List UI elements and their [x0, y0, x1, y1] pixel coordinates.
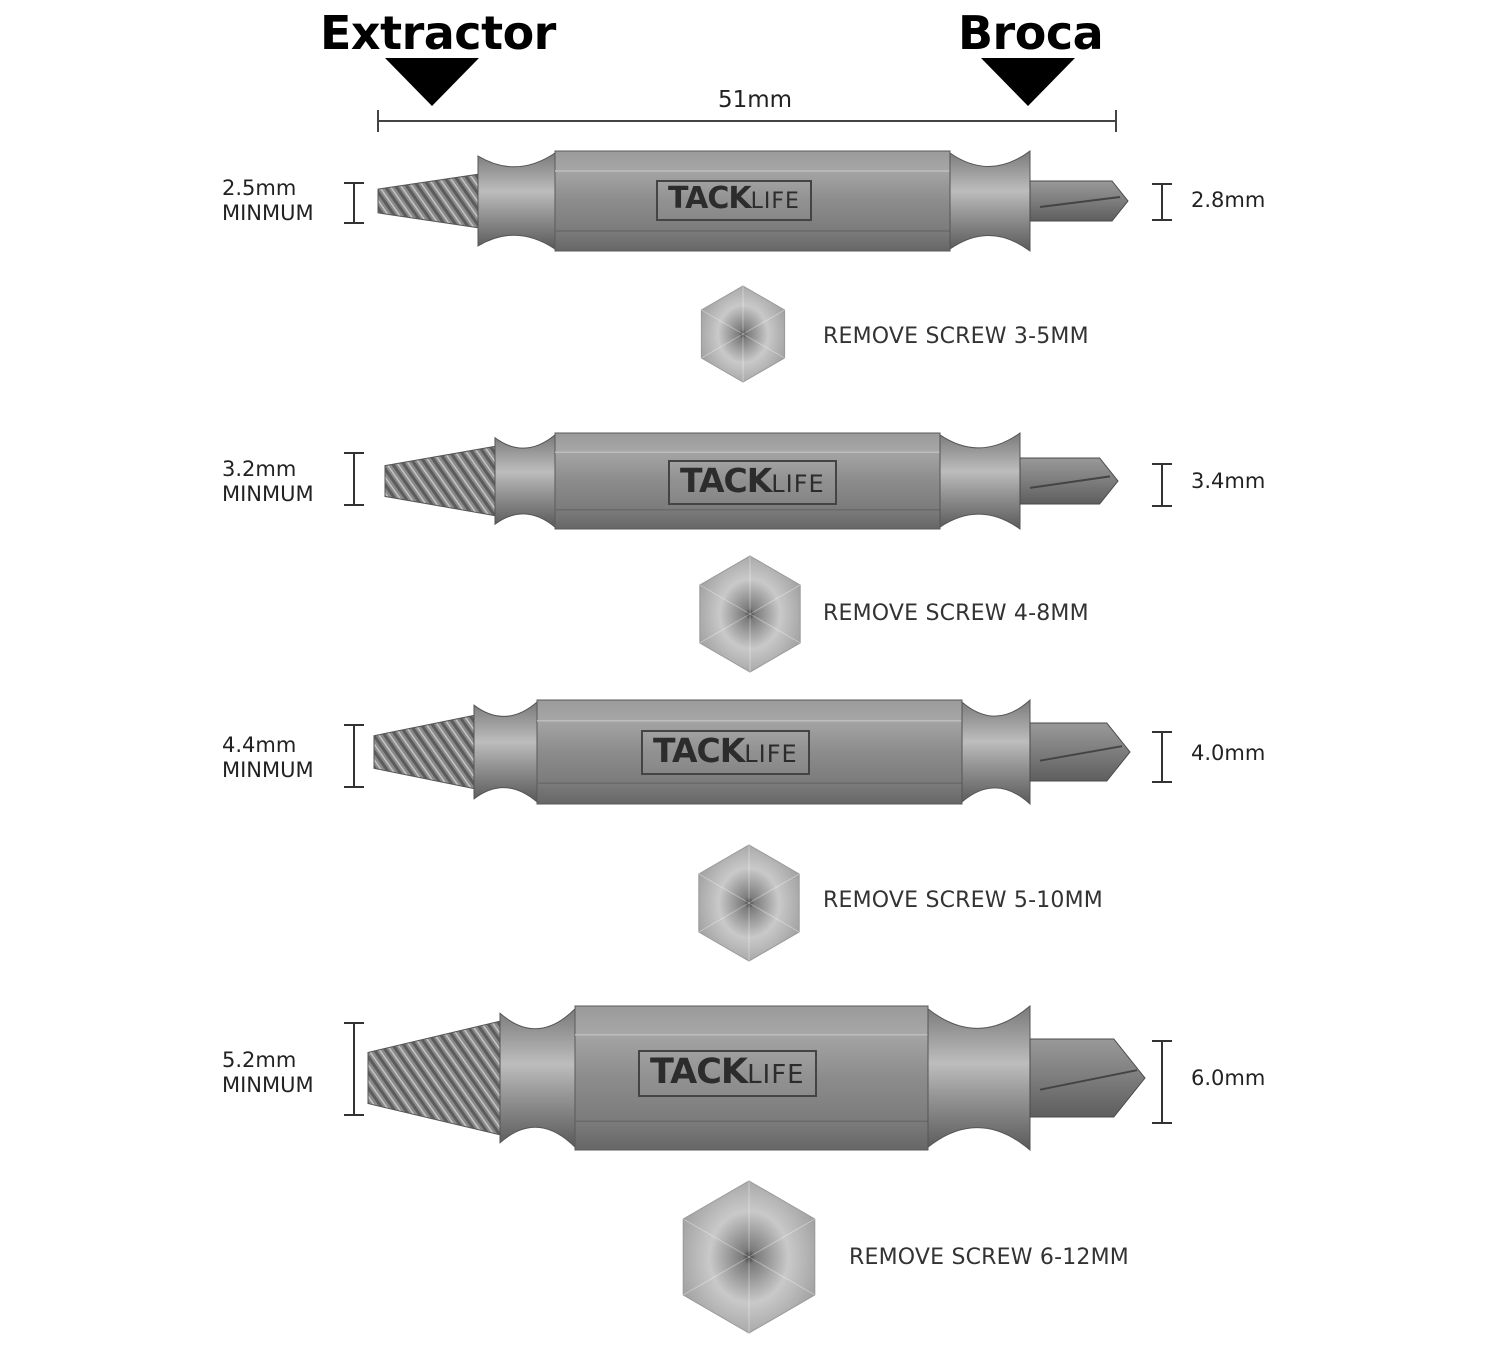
- bit-3-remove-label: REMOVE SCREW 5-10MM: [823, 888, 1103, 913]
- bit-3-hex-facet-edge: [698, 873, 750, 904]
- bit-1-hex-facet-edge: [701, 309, 744, 335]
- bit-1-left-neck: [477, 152, 556, 250]
- pointer-arrows: [377, 58, 1117, 132]
- bit-2-brand-logo: TACKLIFE: [668, 460, 837, 505]
- bit-4-remove-label: REMOVE SCREW 6-12MM: [849, 1245, 1129, 1270]
- bit-1-extractor-tip: [377, 173, 481, 229]
- bit-2-drill-tip: [1019, 457, 1119, 505]
- bit-1-extractor-size: 2.5mm: [222, 176, 297, 200]
- brand-bold: TACK: [680, 461, 772, 500]
- bit-4-brand-logo: TACKLIFE: [638, 1050, 817, 1097]
- overall-length-label: 51mm: [718, 87, 793, 113]
- bit-3-right-bracket: [1152, 731, 1172, 783]
- bit-2-remove-label: REMOVE SCREW 4-8MM: [823, 601, 1089, 626]
- bit-4-hex-cross-section: [682, 1180, 816, 1334]
- bit-2-left-neck: [494, 433, 556, 529]
- bit-2-right-neck: [939, 432, 1021, 530]
- bit-3-brand-logo: TACKLIFE: [641, 730, 810, 775]
- bit-3-drill-tip: [1029, 722, 1131, 782]
- bit-1-hex-facet-edge: [701, 333, 744, 359]
- brand-light: LIFE: [750, 189, 800, 214]
- brand-light: LIFE: [747, 1060, 805, 1090]
- bit-4-hex-facet-edge: [682, 1218, 750, 1258]
- bit-3-drill-size: 4.0mm: [1191, 741, 1266, 765]
- bit-4-left-bracket: [344, 1022, 364, 1116]
- bit-3-extractor-note: MINMUM: [222, 758, 314, 782]
- extractor-heading: Extractor: [320, 6, 556, 60]
- bit-1-hex-facet-edge: [742, 333, 785, 359]
- bit-3-extractor-tip: [373, 714, 477, 790]
- bit-3-left-bracket: [344, 724, 364, 788]
- bit-2-hex-facet-edge: [749, 584, 801, 615]
- bit-1-right-neck: [949, 150, 1031, 252]
- bit-4-hex-facet-edge: [682, 1256, 750, 1296]
- bit-4-extractor-size: 5.2mm: [222, 1048, 297, 1072]
- bit-2-hex-facet-edge: [749, 613, 801, 644]
- bit-2-hex-cross-section: [699, 555, 801, 673]
- bit-1-drill-tip: [1029, 180, 1129, 222]
- extractor-pointer-triangle: [385, 58, 479, 106]
- bit-2-extractor-size: 3.2mm: [222, 457, 297, 481]
- bit-3-right-neck: [961, 698, 1031, 806]
- bit-1-right-bracket: [1152, 183, 1172, 221]
- bit-3-hex-cross-section: [698, 844, 800, 962]
- bit-4-hex-facet-edge: [748, 1218, 816, 1258]
- brand-light: LIFE: [771, 470, 825, 498]
- bit-4-hex-facet-edge: [748, 1256, 816, 1296]
- bit-4-right-bracket: [1152, 1040, 1172, 1124]
- bit-1-drill-flute: [1039, 196, 1121, 208]
- brand-light: LIFE: [744, 740, 798, 768]
- bit-1-hex-facet-edge: [742, 309, 785, 335]
- bit-3-drill-flute: [1039, 745, 1123, 762]
- bit-4-left-neck: [499, 1007, 576, 1149]
- bit-2-left-bracket: [344, 452, 364, 506]
- drill-pointer-triangle: [981, 58, 1075, 106]
- bit-4-drill-flute: [1039, 1069, 1138, 1091]
- bit-3-hex-facet-edge: [748, 873, 800, 904]
- bit-1-left-bracket: [344, 182, 364, 224]
- bit-3-left-neck: [473, 700, 538, 804]
- bit-2-hex-shank: [554, 432, 941, 530]
- bit-3-hex-facet-edge: [698, 902, 750, 933]
- bit-4-extractor-tip: [367, 1019, 506, 1137]
- bit-3-extractor-size: 4.4mm: [222, 733, 297, 757]
- bit-4-drill-tip: [1029, 1038, 1146, 1118]
- bit-4-hex-shank: [574, 1005, 929, 1151]
- bit-1-hex-cross-section: [700, 285, 786, 383]
- bit-2-drill-size: 3.4mm: [1191, 469, 1266, 493]
- bit-2-extractor-tip: [384, 445, 498, 517]
- bit-1-drill-size: 2.8mm: [1191, 188, 1266, 212]
- brand-bold: TACK: [650, 1052, 748, 1092]
- bit-2-extractor-note: MINMUM: [222, 482, 314, 506]
- bit-2-hex-facet-edge: [699, 584, 751, 615]
- brand-bold: TACK: [653, 731, 745, 770]
- bit-4-extractor-note: MINMUM: [222, 1073, 314, 1097]
- bit-3-hex-facet-edge: [748, 902, 800, 933]
- bit-2-right-bracket: [1152, 463, 1172, 507]
- bit-2-drill-flute: [1029, 475, 1111, 489]
- bit-3-hex-shank: [536, 699, 963, 805]
- bit-1-brand-logo: TACKLIFE: [656, 180, 812, 221]
- bit-4-drill-size: 6.0mm: [1191, 1066, 1266, 1090]
- bit-4-right-neck: [927, 1004, 1031, 1152]
- bit-1-extractor-note: MINMUM: [222, 201, 314, 225]
- bit-1-remove-label: REMOVE SCREW 3-5MM: [823, 324, 1089, 349]
- brand-bold: TACK: [668, 181, 752, 216]
- drill-heading: Broca: [958, 6, 1104, 60]
- bit-2-hex-facet-edge: [699, 613, 751, 644]
